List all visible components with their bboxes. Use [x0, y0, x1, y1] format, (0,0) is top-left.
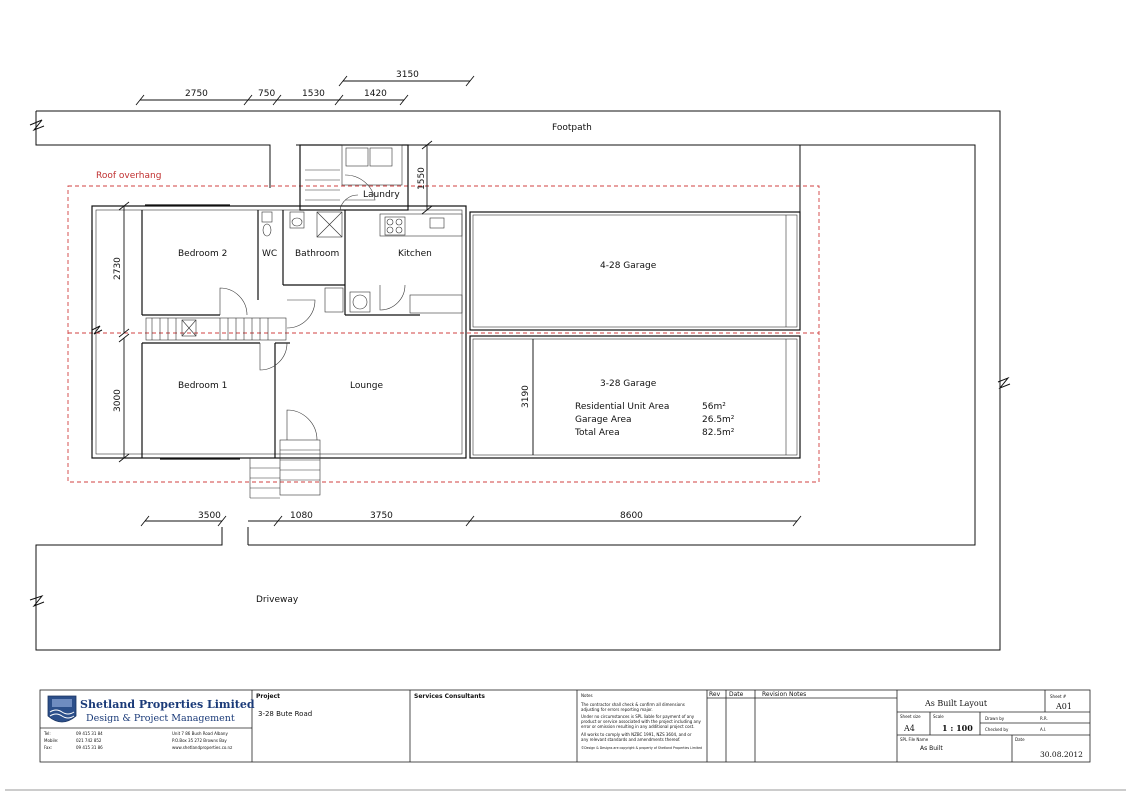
label-wc: WC	[262, 249, 277, 259]
garages	[469, 211, 801, 459]
dim-1420: 1420	[364, 89, 387, 99]
house-walls	[91, 144, 467, 499]
dim-1550: 1550	[417, 167, 427, 190]
contact-mobile-label: Mobile:	[44, 738, 58, 743]
date-col-label: Date	[729, 691, 744, 698]
dim-8600: 8600	[620, 511, 643, 521]
date-value: 30.08.2012	[1040, 750, 1083, 759]
label-kitchen: Kitchen	[398, 249, 432, 259]
label-bathroom: Bathroom	[295, 249, 339, 259]
dim-3000: 3000	[113, 389, 123, 412]
sheet-label: Sheet #	[1050, 694, 1067, 699]
note-line-7: any relevant standards and amendments th…	[581, 737, 680, 742]
note-line-6: All works to comply with NZBC 1991, NZS …	[581, 732, 692, 737]
date-field-label: Date	[1015, 737, 1025, 742]
label-roof-overhang: Roof overhang	[96, 171, 161, 181]
project-value: 3-28 Bute Road	[258, 710, 312, 718]
address-website: www.shetlandproperties.co.nz	[172, 745, 232, 750]
rev-label: Rev	[709, 691, 721, 698]
label-footpath: Footpath	[552, 123, 592, 133]
dim-1080: 1080	[290, 511, 313, 521]
label-bedroom-2: Bedroom 2	[178, 249, 227, 259]
area-label-residential: Residential Unit Area	[575, 402, 669, 412]
consultants-label: Services Consultants	[414, 693, 485, 700]
note-line-1: The contractor shall check & confirm all…	[580, 702, 685, 707]
note-copyright: ©Design & Designs are copyright & proper…	[581, 746, 702, 750]
company-logo	[47, 695, 77, 723]
roof-overhang-outline	[67, 185, 820, 483]
checked-by-label: Checked by	[985, 727, 1009, 732]
dimension-lines: 3150 2750 750 1530 1420 1550 2730 3000 3…	[113, 70, 802, 527]
dim-2730: 2730	[113, 257, 123, 280]
site-boundary	[29, 110, 1011, 651]
title-block: Shetland Properties Limited Design & Pro…	[39, 689, 1091, 763]
address-line-1: Unit 7 86 Bush Road Albany	[172, 731, 228, 736]
dim-1530: 1530	[302, 89, 325, 99]
sheet-size-value: A4	[903, 724, 915, 733]
area-value-total: 82.5m²	[702, 428, 735, 438]
note-line-3: Under no circumstances is SPL liable for…	[581, 714, 695, 719]
note-line-4: product or service associated with the p…	[581, 719, 702, 724]
contact-fax: 09 415 31 86	[76, 745, 103, 750]
company-name: Shetland Properties Limited	[80, 698, 255, 711]
file-name-value: As Built	[920, 745, 943, 752]
label-garage-4-28: 4-28 Garage	[600, 261, 657, 271]
dim-3150: 3150	[396, 70, 419, 80]
scale-value: 1 : 100	[942, 723, 973, 733]
area-label-garage: Garage Area	[575, 415, 632, 425]
sheet-size-label: Sheet size	[900, 714, 921, 719]
dim-2750: 2750	[185, 89, 208, 99]
dim-3190: 3190	[521, 385, 531, 408]
label-bedroom-1: Bedroom 1	[178, 381, 227, 391]
file-name-label: SPL File Name	[900, 737, 929, 742]
sheet-value: A01	[1055, 702, 1072, 711]
company-subtitle: Design & Project Management	[86, 713, 235, 724]
contact-fax-label: Fax:	[44, 745, 52, 750]
revision-notes-label: Revision Notes	[762, 691, 806, 698]
drawn-by-label: Drawn by	[985, 716, 1005, 721]
label-garage-3-28: 3-28 Garage	[600, 379, 657, 389]
area-summary: Residential Unit Area 56m² Garage Area 2…	[574, 402, 735, 438]
label-driveway: Driveway	[256, 595, 299, 605]
address-line-2: P.O.Box 35 272 Browns Bay	[172, 738, 227, 743]
label-lounge: Lounge	[350, 381, 383, 391]
area-value-residential: 56m²	[702, 402, 726, 412]
area-value-garage: 26.5m²	[702, 415, 735, 425]
contact-tel: 09 415 31 84	[76, 731, 103, 736]
dim-750: 750	[258, 89, 275, 99]
project-label: Project	[256, 693, 280, 700]
note-line-5: error or omission resulting in any addit…	[581, 724, 694, 729]
label-laundry: Laundry	[363, 190, 400, 200]
contact-mobile: 021 742 852	[76, 738, 102, 743]
notes-label: Notes	[581, 693, 593, 698]
scale-label: Scale	[933, 714, 944, 719]
drawn-by-value: R.R.	[1040, 716, 1048, 721]
dim-3750: 3750	[370, 511, 393, 521]
contact-tel-label: Tel:	[43, 731, 51, 736]
note-line-2: adjusting for errors reporting major.	[581, 707, 653, 712]
area-label-total: Total Area	[574, 428, 620, 438]
dim-3500: 3500	[198, 511, 221, 521]
drawing-title: As Built Layout	[924, 699, 988, 708]
checked-by-value: A.I.	[1040, 727, 1046, 732]
